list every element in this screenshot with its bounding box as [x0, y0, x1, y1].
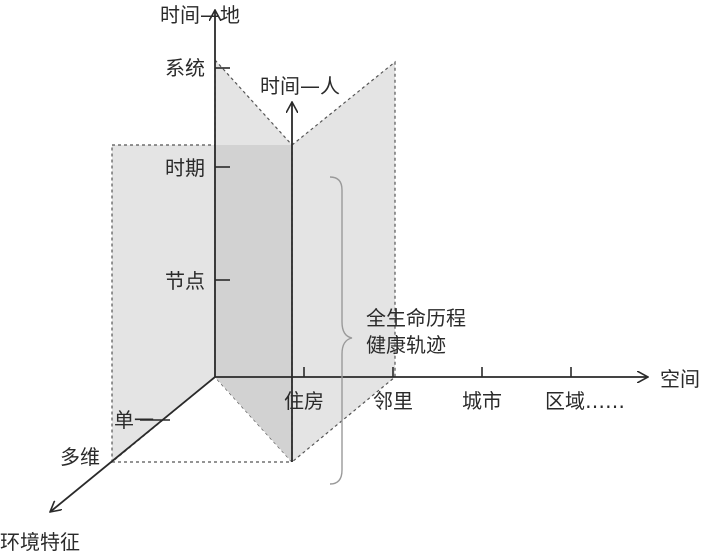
space-level-neighborhood: 邻里: [373, 389, 413, 413]
annotation-line-1: 全生命历程: [366, 306, 466, 330]
time-level-system: 系统: [165, 56, 205, 80]
overlap-region: [215, 145, 292, 462]
space-level-region: 区域……: [545, 389, 625, 413]
environment-level-single: 单一: [114, 408, 154, 432]
annotation-line-2: 健康轨迹: [366, 333, 446, 357]
time-place-axis-label: 时间—地: [160, 3, 240, 27]
environment-axis-label: 环境特征: [0, 530, 80, 553]
space-level-housing: 住房: [284, 389, 324, 413]
environment-level-multi: 多维: [60, 445, 100, 469]
environment-axis: [50, 376, 216, 512]
time-level-node: 节点: [165, 269, 205, 293]
space-level-city: 城市: [462, 389, 502, 413]
annotation-brace: [329, 176, 353, 485]
time-person-axis-label: 时间—人: [260, 74, 340, 98]
space-axis-label: 空间: [660, 367, 700, 391]
environment-plane: [111, 144, 216, 464]
time-level-period: 时期: [165, 156, 205, 180]
